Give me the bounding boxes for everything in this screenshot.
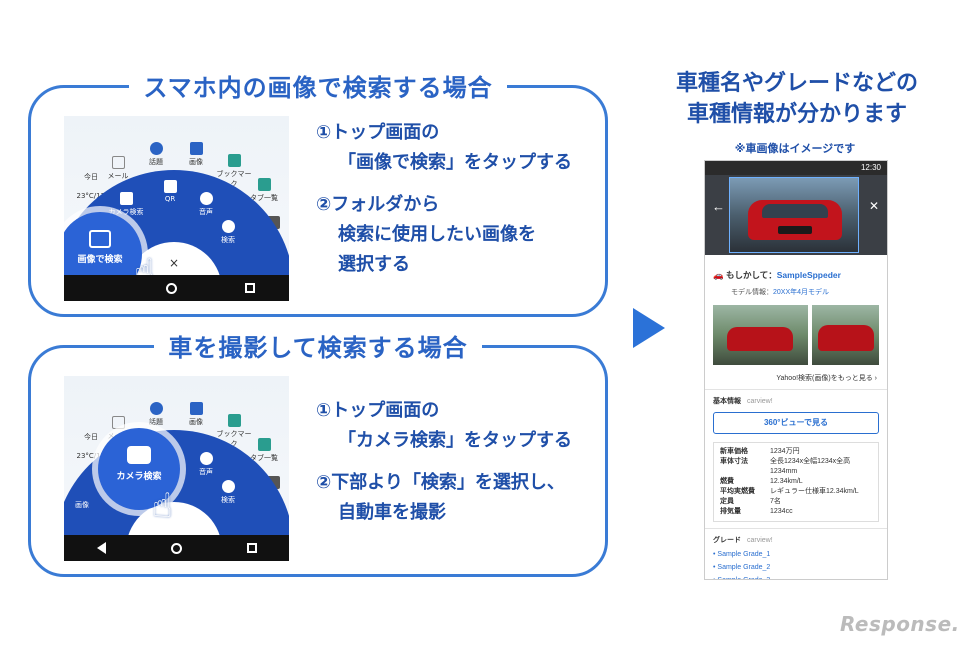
menu-bookmark[interactable]: ブックマーク [214,154,254,189]
guess-result: 🚗 もしかして：SampleSppeder [713,270,841,280]
menu-voice[interactable]: 音声 [186,192,226,217]
spec-value: 1234万円 [770,448,800,455]
photo-header: ← ✕ [705,175,887,255]
spec-row: 排気量 1234cc [720,507,872,517]
panel-camera-search: 車を撮影して検索する場合 メール 話題 画像 ブックマーク タブ一覧 編集 今日… [28,328,608,577]
spec-value: 1234cc [770,508,793,515]
tap-hand-icon: ☝ [152,486,173,526]
grade-link[interactable]: • Sample Grade_1 [713,551,771,558]
similar-image[interactable] [713,305,808,365]
panel-image-search: スマホ内の画像で検索する場合 メール 話題 画像 ブックマーク タブ一覧 編集 … [28,68,608,317]
view-360-button[interactable]: 360°ビューで見る [713,412,879,434]
menu-tab-list[interactable]: タブ一覧 [244,178,284,203]
panel-title: スマホ内の画像で検索する場合 [31,68,605,103]
phone-screenshot-2: メール 話題 画像 ブックマーク タブ一覧 編集 今日 23°C/12°C 画像… [64,376,289,561]
back-arrow-icon[interactable]: ← [712,199,725,214]
menu-topics[interactable]: 話題 [136,142,176,167]
spec-value: 1234mm [770,468,798,475]
menu-voice[interactable]: 音声 [186,452,226,477]
menu-image[interactable]: 画像 [176,402,216,427]
captured-car-photo [729,177,859,253]
status-bar: 12:30 [705,161,887,175]
weather-text: 23°C/12°C [76,192,114,200]
spec-value: レギュラー仕様車12.34km/L [770,488,859,495]
response-logo: Response. [840,612,960,636]
spec-key: 燃費 [720,478,734,485]
camera-icon [127,446,151,464]
more-images-link[interactable]: Yahoo!検索(画像)をもっと見る › [776,375,877,382]
panel-title: 車を撮影して検索する場合 [31,328,605,363]
spec-key: 定員 [720,498,734,505]
spec-row: 燃費 12.34km/L [720,477,872,487]
spec-table: 新車価格 1234万円車体寸法 全長1234x全幅1234x全高 1234mm 燃費 12… [713,442,879,522]
grade-link[interactable]: • Sample Grade_2 [713,564,771,571]
phone-screenshot-1: メール 話題 画像 ブックマーク タブ一覧 編集 今日 23°C/12°C カメ… [64,116,289,301]
menu-image-small[interactable]: 画像 [75,501,89,509]
spec-key [720,467,770,477]
spec-row: 新車価格 1234万円 [720,447,872,457]
spec-key: 排気量 [720,508,741,515]
grade-list: • Sample Grade_1 • Sample Grade_2 • Sample… [705,551,887,579]
steps-image-search: ①トップ画面の「画像で検索」をタップする ②フォルダから検索に使用したい画像を選… [316,122,572,275]
spec-row: 定員 7名 [720,497,872,507]
recents-icon[interactable] [246,543,257,553]
similar-image[interactable] [811,305,879,365]
steps-camera-search: ①トップ画面の「カメラ検索」をタップする ②下部より「検索」を選択し、自動車を撮… [316,400,572,523]
menu-image[interactable]: 画像 [176,142,216,167]
image-note: ※車画像はイメージです [734,142,856,155]
similar-images [705,305,887,365]
close-icon[interactable]: × [168,256,180,270]
spec-value: 12.34km/L [770,478,803,485]
menu-tab-list[interactable]: タブ一覧 [244,438,284,463]
spec-key: 車体寸法 [720,458,748,465]
menu-topics[interactable]: 話題 [136,402,176,427]
menu-today[interactable]: 今日 [84,173,98,181]
close-icon[interactable]: ✕ [868,199,879,213]
menu-qr[interactable]: QR [150,180,190,203]
back-icon[interactable] [96,542,106,554]
menu-mail[interactable]: メール [98,156,138,181]
model-info: モデル情報：20XX年4月モデル [731,289,830,296]
menu-search[interactable]: 検索 [208,480,248,505]
result-title: 車種名やグレードなどの 車種情報が分かります [675,71,918,127]
arrow-right-icon [633,308,665,348]
spec-key: 平均実燃費 [720,488,755,495]
android-navbar [64,275,289,301]
grade-link[interactable]: • Sample Grade_3 [713,577,879,579]
menu-camera-search[interactable]: カメラ検索 [106,192,146,217]
camera-search-button[interactable]: カメラ検索 [98,428,180,510]
spec-row: 車体寸法 全長1234x全幅1234x全高 [720,457,872,467]
menu-bookmark[interactable]: ブックマーク [214,414,254,449]
android-navbar [64,535,289,561]
spec-value: 7名 [770,498,781,505]
menu-search[interactable]: 検索 [208,220,248,245]
result-phone: 12:30 ← ✕ 🚗 もしかして：SampleSppeder モデル情報：20… [704,160,888,580]
recents-icon[interactable] [245,283,255,293]
image-search-icon [89,230,111,248]
spec-row: 平均実燃費 レギュラー仕様車12.34km/L [720,487,872,497]
spec-value: 全長1234x全幅1234x全高 [770,458,851,465]
home-icon[interactable] [170,542,182,554]
home-icon[interactable] [166,282,177,294]
spec-key: 新車価格 [720,448,748,455]
spec-row: 1234mm [720,467,872,477]
menu-today[interactable]: 今日 [84,433,98,441]
weather-text: 23°C/12°C [76,452,114,460]
